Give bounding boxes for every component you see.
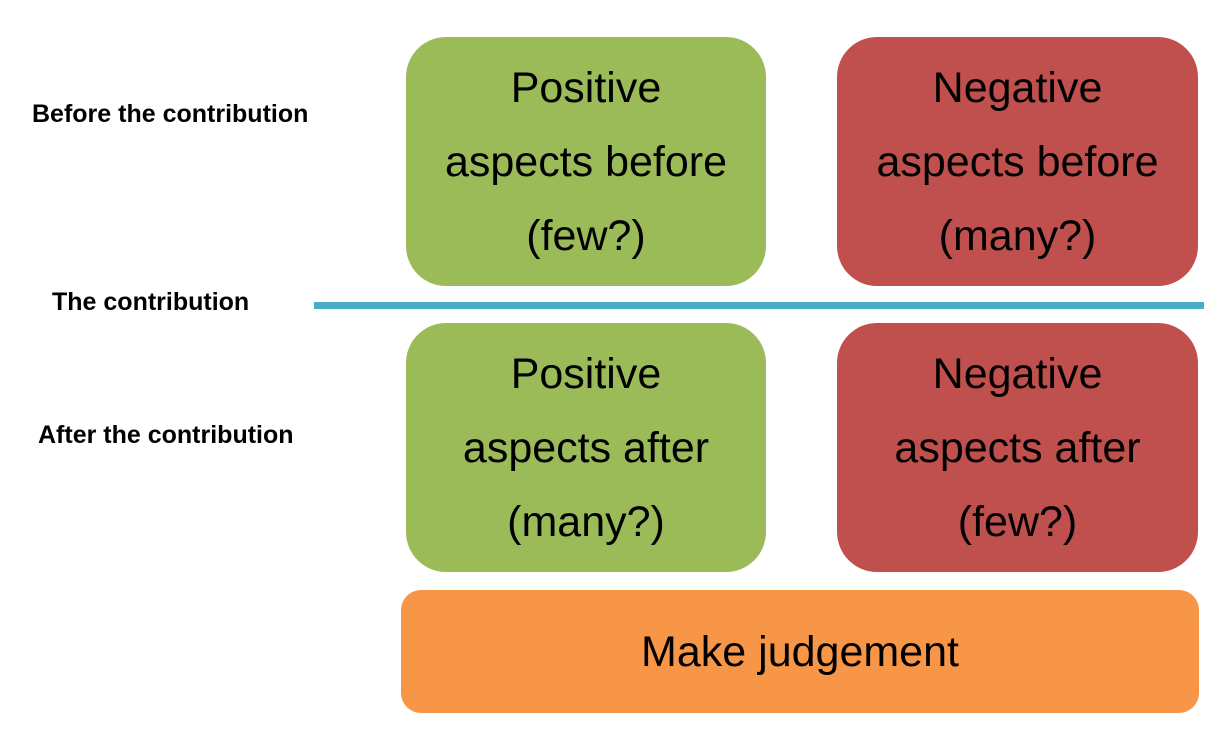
box-line: Negative xyxy=(932,349,1103,398)
box-line: (few?) xyxy=(957,497,1078,546)
box-line: Positive xyxy=(510,63,662,112)
box-line: (many?) xyxy=(507,497,665,546)
negative-aspects-after-box: Negative aspects after (few?) xyxy=(837,323,1198,572)
box-line: (few?) xyxy=(526,211,646,260)
positive-aspects-before-box: Positive aspects before (few?) xyxy=(406,37,766,286)
box-line: aspects before xyxy=(876,137,1159,186)
judgement-label: Make judgement xyxy=(641,627,959,676)
box-line: aspects before xyxy=(444,137,728,186)
label-after-contribution: After the contribution xyxy=(38,421,294,449)
label-the-contribution: The contribution xyxy=(52,288,250,316)
box-line: Positive xyxy=(510,349,662,398)
negative-aspects-before-box: Negative aspects before (many?) xyxy=(837,37,1198,286)
box-line: aspects after xyxy=(462,423,710,472)
make-judgement-box: Make judgement xyxy=(401,590,1199,713)
box-line: aspects after xyxy=(894,423,1141,472)
label-before-contribution: Before the contribution xyxy=(32,100,309,128)
contribution-divider-line xyxy=(314,302,1204,309)
box-line: Negative xyxy=(932,63,1103,112)
box-line: (many?) xyxy=(938,211,1097,260)
positive-aspects-after-box: Positive aspects after (many?) xyxy=(406,323,766,572)
